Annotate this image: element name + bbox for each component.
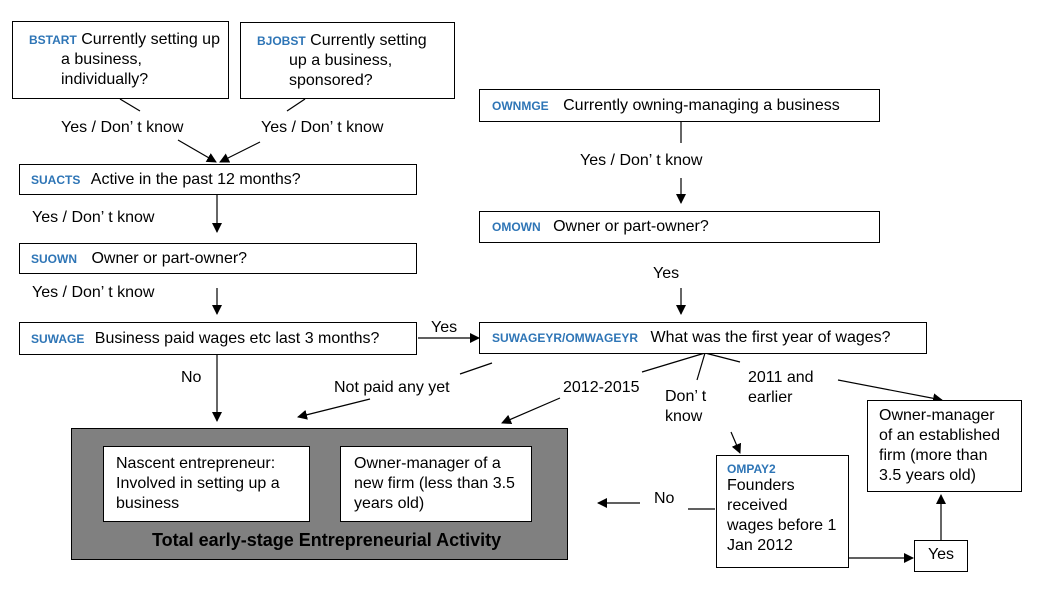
arrow-notpaid-1 (459, 362, 493, 375)
node-omown-text: Owner or part-owner? (553, 218, 709, 235)
node-established: Owner-manager of an established firm (mo… (867, 400, 1022, 492)
node-bstart: BSTART Currently setting up a business, … (12, 21, 229, 99)
node-bjobst-text: Currently setting up a business, sponsor… (289, 32, 427, 89)
node-bjobst: BJOBST Currently setting up a business, … (240, 22, 455, 99)
node-nascent: Nascent entrepreneur: Involved in settin… (103, 446, 310, 522)
arrow-2012-1 (641, 352, 706, 373)
edge-label-suwage-yes: Yes (431, 319, 458, 336)
node-suwage-text: Business paid wages etc last 3 months? (94, 330, 380, 347)
node-ompay2: OMPAY2 Founders received wages before 1 … (716, 455, 849, 568)
node-suacts-code: SUACTS (31, 173, 81, 187)
node-suacts: SUACTS Active in the past 12 months? (19, 164, 417, 195)
arrow-2011-1 (704, 352, 741, 363)
node-bstart-code: BSTART (29, 33, 77, 47)
edge-label-not-paid: Not paid any yet (334, 379, 450, 396)
edge-label-suwage-no: No (181, 369, 202, 386)
node-suwageyr-text: What was the first year of wages? (650, 329, 891, 346)
arrow-2011-2 (837, 379, 943, 404)
edge-label-2011-earlier: 2011 and earlier (748, 369, 814, 406)
arrow-bstart-suacts-2 (177, 139, 217, 163)
edge-label-2012-2015: 2012-2015 (563, 379, 640, 396)
arrow-notpaid-2 (297, 398, 371, 420)
arrow-bjobst-suacts (286, 98, 306, 112)
edge-label-ownmge-yes: Yes / Don’ t know (580, 152, 703, 169)
edge-label-bjobst-yes: Yes / Don’ t know (261, 119, 384, 136)
node-suwage-code: SUWAGE (31, 332, 85, 346)
node-suwage: SUWAGE Business paid wages etc last 3 mo… (19, 322, 417, 355)
node-suwageyr: SUWAGEYR/OMWAGEYR What was the first yea… (479, 322, 927, 354)
arrow-dontknow-2 (730, 431, 742, 454)
node-yes: Yes (914, 540, 968, 572)
edge-label-dont-know: Don’ t know (665, 388, 707, 425)
node-newfirm-text: Owner-manager of a new firm (less than 3… (354, 455, 515, 512)
edge-label-bstart-yes: Yes / Don’ t know (61, 119, 184, 136)
edge-label-ompay2-no: No (654, 490, 675, 507)
node-omown-code: OMOWN (492, 220, 541, 234)
edge-label-suacts-yes: Yes / Don’ t know (32, 209, 155, 226)
node-bjobst-code: BJOBST (257, 34, 306, 48)
node-ownmge-text: Currently owning-managing a business (563, 97, 840, 114)
node-suown-text: Owner or part-owner? (91, 250, 248, 267)
tea-title: Total early-stage Entrepreneurial Activi… (152, 530, 502, 550)
node-suwageyr-code: SUWAGEYR/OMWAGEYR (492, 331, 639, 345)
node-ompay2-text: Founders received wages before 1 Jan 201… (727, 477, 837, 554)
edge-label-omown-yes: Yes (653, 265, 680, 282)
node-established-text: Owner-manager of an established firm (mo… (879, 407, 1000, 484)
node-suown-code: SUOWN (31, 252, 77, 266)
node-ompay2-code: OMPAY2 (727, 462, 776, 476)
node-suacts-text: Active in the past 12 months? (90, 171, 301, 188)
node-bstart-text: Currently setting up a business, individ… (61, 31, 220, 88)
edge-label-suown-yes: Yes / Don’ t know (32, 284, 155, 301)
arrow-bstart-suacts (119, 98, 141, 112)
node-ownmge-code: OWNMGE (492, 99, 549, 113)
arrow-dontknow-1 (696, 352, 706, 381)
arrow-bjobst-suacts-2 (219, 141, 261, 163)
node-ownmge: OWNMGE Currently owning-managing a busin… (479, 89, 880, 122)
node-yes-text: Yes (927, 546, 955, 563)
node-suown: SUOWN Owner or part-owner? (19, 243, 417, 274)
node-newfirm: Owner-manager of a new firm (less than 3… (340, 446, 532, 522)
node-omown: OMOWN Owner or part-owner? (479, 211, 880, 243)
arrow-2012-2 (501, 397, 561, 425)
node-nascent-text: Nascent entrepreneur: Involved in settin… (116, 455, 280, 512)
